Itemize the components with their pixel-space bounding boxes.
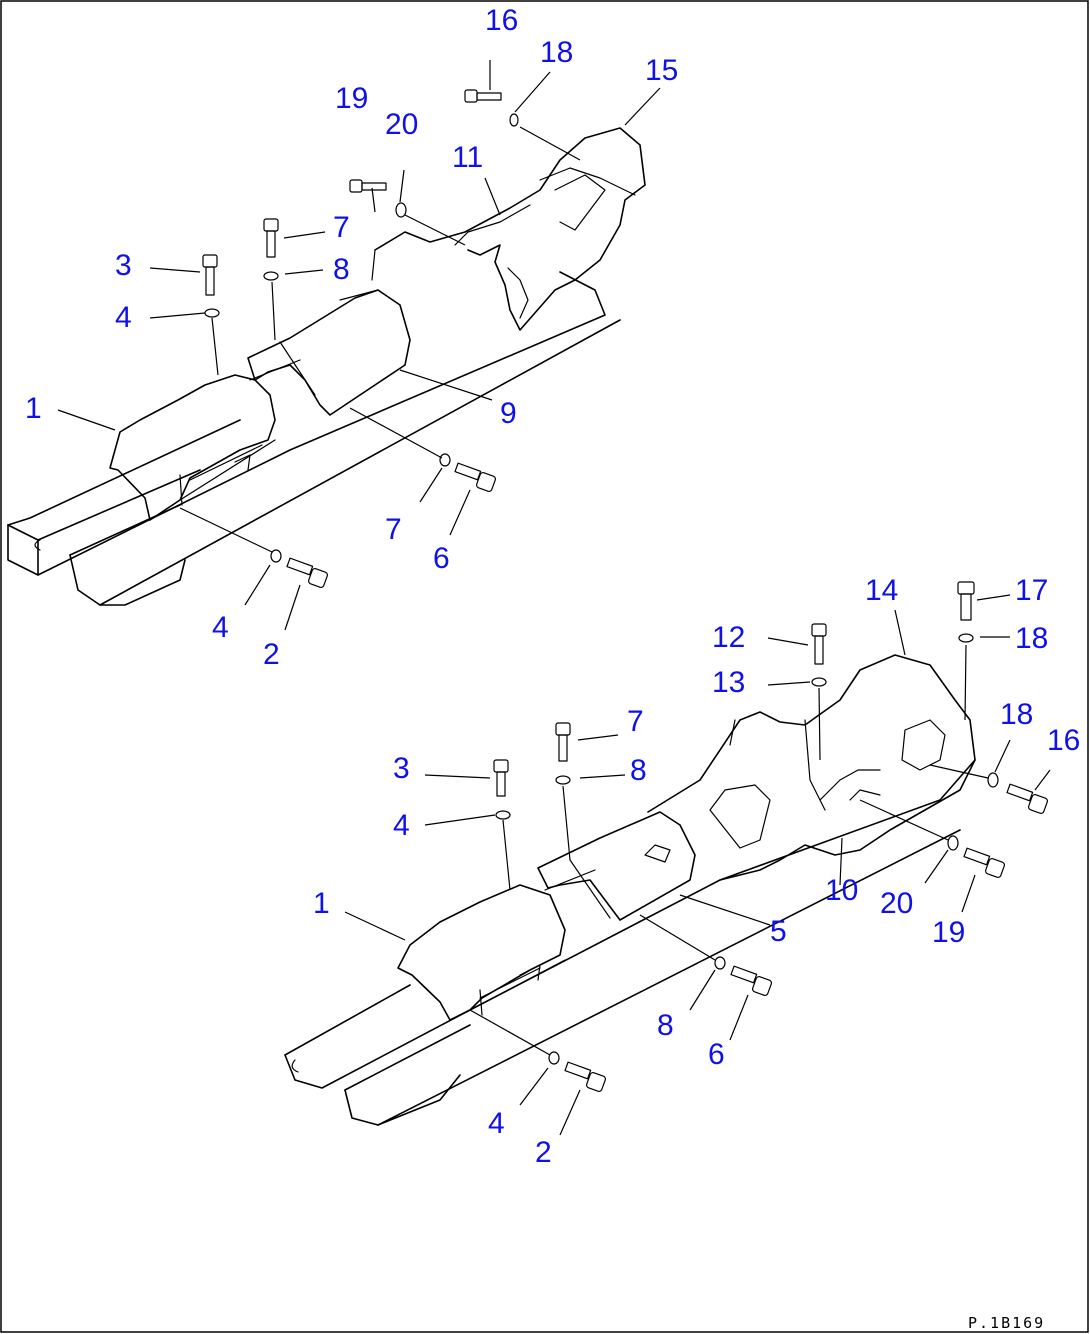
callout-6-lower: 6 bbox=[708, 1038, 725, 1071]
callout-4-lower-top: 4 bbox=[393, 809, 410, 842]
bolt-19-lower bbox=[963, 847, 1006, 879]
bolt-6-lower bbox=[730, 965, 773, 997]
bolt-3-lower bbox=[493, 759, 509, 797]
bolt-6-upper bbox=[454, 462, 497, 493]
bolt-7-lower bbox=[555, 722, 571, 762]
upper-cover-1 bbox=[109, 374, 276, 521]
bolt-16-lower bbox=[1006, 783, 1049, 815]
washer-20-lower bbox=[947, 835, 959, 851]
bolt-12-lower bbox=[811, 623, 827, 665]
washer-18-lower-top bbox=[958, 633, 974, 643]
washer-8-upper bbox=[263, 271, 279, 281]
callout-11-upper: 11 bbox=[452, 141, 483, 174]
lower-fasteners bbox=[493, 581, 1049, 1093]
callout-3-upper: 3 bbox=[115, 249, 132, 282]
washer-7-upper-lower bbox=[439, 453, 451, 467]
callout-9-upper: 9 bbox=[500, 397, 517, 430]
washer-4-lower-top bbox=[495, 810, 511, 820]
washer-8-lower-side bbox=[714, 956, 726, 970]
callout-7-upper-lower: 7 bbox=[385, 513, 402, 546]
callout-13-lower: 13 bbox=[712, 666, 745, 699]
washer-4-upper-lower bbox=[270, 549, 282, 563]
callout-4-upper-top: 4 bbox=[115, 301, 132, 334]
callout-15-upper: 15 bbox=[645, 54, 678, 87]
bolt-2-upper bbox=[286, 557, 329, 589]
bolt-17-lower bbox=[957, 581, 975, 621]
bolt-19-upper bbox=[349, 179, 387, 193]
upper-rear-structure bbox=[374, 127, 646, 331]
callout-12-lower: 12 bbox=[712, 621, 745, 654]
callout-20-upper: 20 bbox=[385, 108, 418, 141]
lower-leaders bbox=[344, 594, 1051, 1136]
bolt-16-upper bbox=[464, 89, 502, 103]
callout-labels: 16 18 15 19 20 11 7 3 8 4 1 9 7 6 4 2 14… bbox=[25, 4, 1080, 1169]
callout-19-upper: 19 bbox=[335, 82, 368, 115]
upper-frame-rail bbox=[7, 271, 606, 576]
callout-8-lower-top: 8 bbox=[630, 754, 647, 787]
callout-7-upper-top: 7 bbox=[333, 211, 350, 244]
lower-cover-5 bbox=[537, 811, 696, 921]
callout-3-lower: 3 bbox=[393, 752, 410, 785]
callout-2-upper: 2 bbox=[263, 638, 280, 671]
upper-assembly bbox=[7, 127, 646, 606]
washer-20-upper bbox=[395, 202, 407, 218]
callout-1-upper: 1 bbox=[25, 392, 42, 425]
bolt-7-upper-top bbox=[263, 218, 279, 258]
callout-6-upper: 6 bbox=[433, 542, 450, 575]
washer-13-lower bbox=[811, 677, 827, 687]
callout-19-lower: 19 bbox=[932, 916, 965, 949]
callout-8-upper: 8 bbox=[333, 253, 350, 286]
callout-5-lower: 5 bbox=[770, 915, 787, 948]
lower-frame-rail bbox=[284, 759, 976, 1089]
washer-8-lower-top bbox=[555, 775, 571, 785]
upper-leaders bbox=[57, 60, 661, 631]
washer-18-upper bbox=[509, 113, 519, 127]
callout-16-lower: 16 bbox=[1047, 724, 1080, 757]
lower-cover-1 bbox=[397, 884, 566, 1021]
drawing-code: P.1B169 bbox=[968, 1314, 1045, 1332]
callout-20-lower: 20 bbox=[880, 887, 913, 920]
washer-4-lower-side bbox=[548, 1051, 560, 1065]
washer-18-lower-side bbox=[987, 772, 999, 788]
washer-4-upper-top bbox=[204, 308, 220, 318]
upper-cover-9 bbox=[247, 289, 411, 416]
bolt-2-lower bbox=[564, 1061, 607, 1093]
callout-18-lower-side: 18 bbox=[1000, 698, 1033, 731]
callout-4-upper-lower: 4 bbox=[212, 611, 229, 644]
callout-18-lower-top: 18 bbox=[1015, 622, 1048, 655]
callout-17-lower: 17 bbox=[1015, 574, 1048, 607]
bolt-3-upper bbox=[202, 254, 218, 296]
callout-1-lower: 1 bbox=[313, 887, 330, 920]
callout-10-lower: 10 bbox=[825, 874, 858, 907]
callout-4-lower-side: 4 bbox=[488, 1107, 505, 1140]
callout-2-lower: 2 bbox=[535, 1136, 552, 1169]
callout-8-lower-side: 8 bbox=[657, 1009, 674, 1042]
callout-7-lower: 7 bbox=[627, 705, 644, 738]
upper-fasteners bbox=[202, 89, 519, 589]
lower-rear-body bbox=[647, 654, 976, 881]
callout-18-upper: 18 bbox=[540, 36, 573, 69]
callout-16-upper: 16 bbox=[485, 4, 518, 37]
callout-14-lower: 14 bbox=[865, 574, 898, 607]
